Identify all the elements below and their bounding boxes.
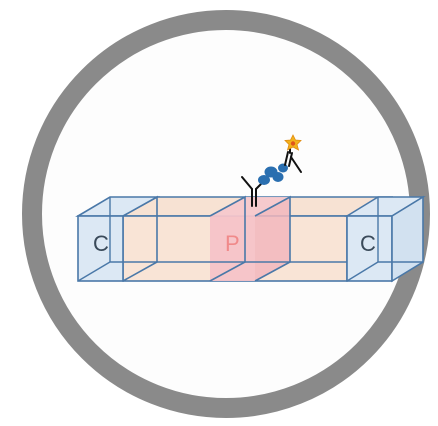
right-control-cube [344, 195, 426, 283]
star-reporter-icon [284, 134, 302, 151]
blue-antigen-cluster-icon [258, 163, 288, 185]
peptide-label: P [225, 231, 240, 256]
left-control-label: C [93, 231, 109, 256]
peptide-spot-top [210, 197, 290, 216]
peptide-bar: C P C [75, 195, 426, 283]
left-control-cube [75, 196, 161, 282]
right-control-label: C [360, 231, 376, 256]
peptide-spot [210, 197, 290, 281]
peptide-spot-side [255, 197, 290, 281]
primary-antibody-icon [241, 176, 267, 207]
peptide-spot-front [210, 216, 255, 281]
